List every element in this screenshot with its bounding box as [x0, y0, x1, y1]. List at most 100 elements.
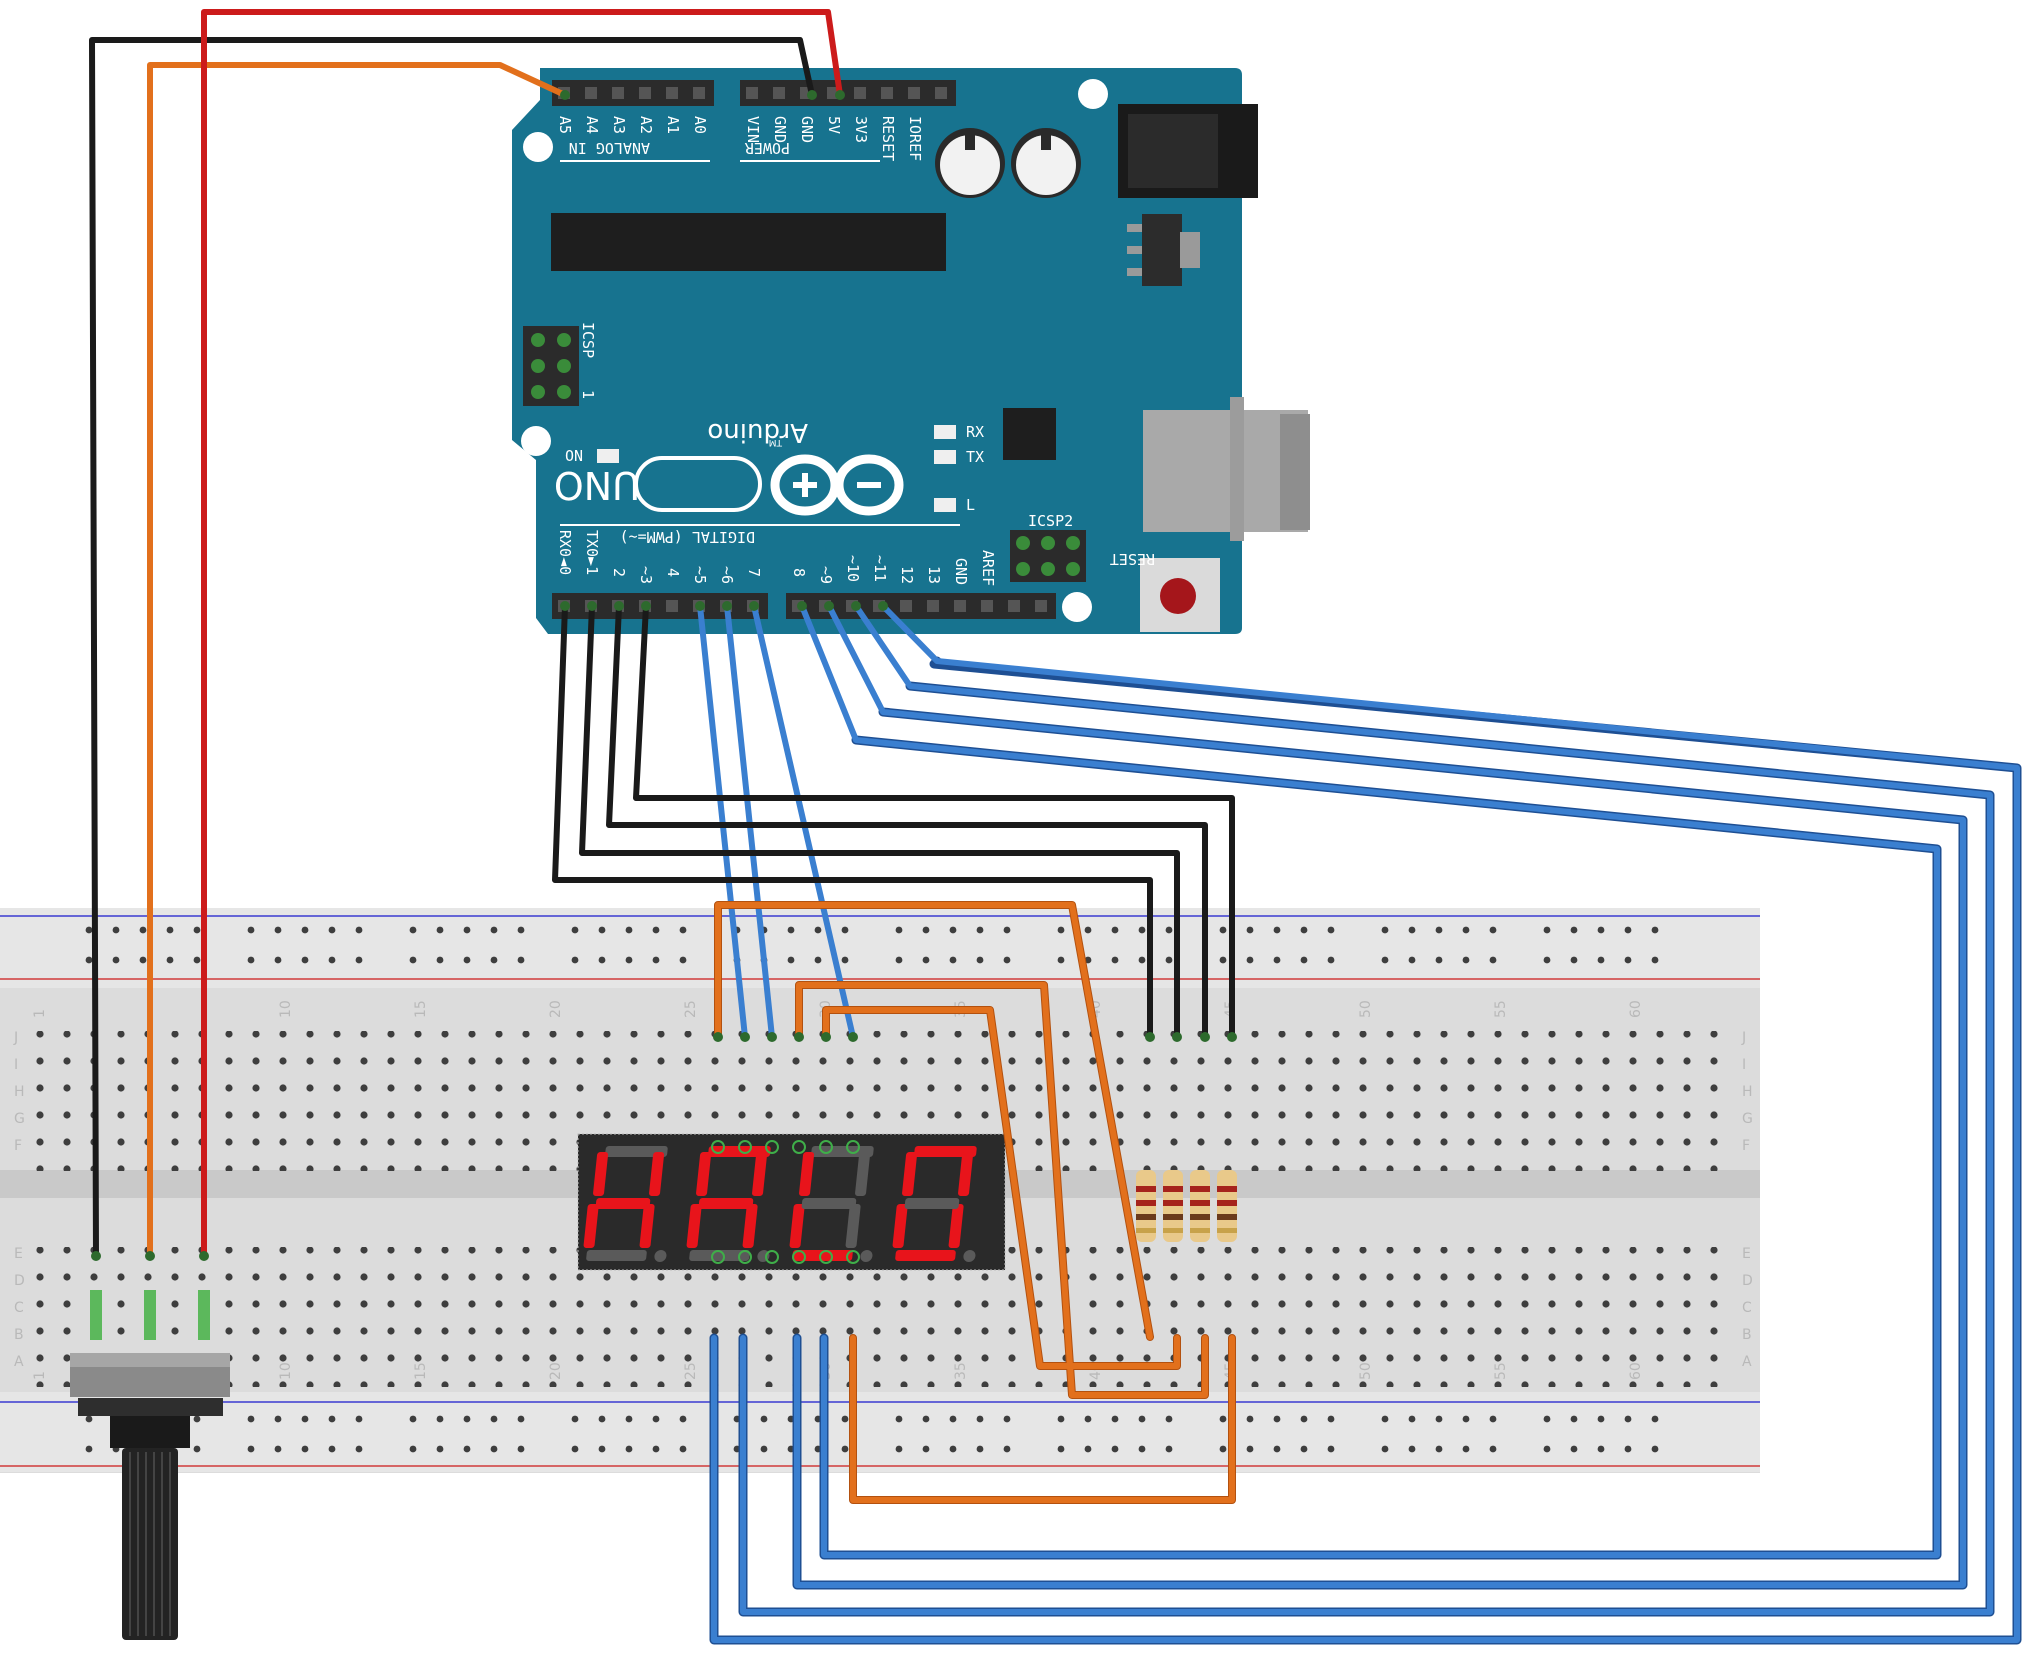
- display-pins: [711, 1140, 860, 1264]
- digital-pin-labels: RX0◄0 TX0►1 2 ~3 4 ~5 ~6 7 8 ~9 ~10 ~11 …: [556, 530, 997, 586]
- blue-wire-pin11: [711, 603, 2020, 1643]
- svg-text:3V3: 3V3: [852, 116, 870, 143]
- svg-text:F: F: [1742, 1138, 1750, 1154]
- svg-text:F: F: [14, 1138, 22, 1154]
- atmega-chip: [551, 213, 946, 271]
- resistor: [1190, 1170, 1210, 1242]
- display-digit: [789, 1146, 874, 1262]
- svg-text:C: C: [1742, 1300, 1752, 1316]
- svg-text:12: 12: [898, 566, 916, 584]
- power-header[interactable]: [740, 80, 956, 106]
- col-num: 10: [278, 1362, 294, 1380]
- svg-text:7: 7: [745, 568, 763, 577]
- segment-f: [902, 1152, 918, 1196]
- orange-wire-a: [715, 902, 1153, 1340]
- mount-hole: [1062, 592, 1092, 622]
- digital-header-low[interactable]: [552, 593, 768, 619]
- icsp2-header[interactable]: [1010, 530, 1086, 582]
- svg-text:IOREF: IOREF: [906, 116, 924, 161]
- resistor: [1217, 1170, 1237, 1242]
- segment-a: [605, 1146, 668, 1157]
- decimal-point: [654, 1250, 667, 1262]
- resistor: [1163, 1170, 1183, 1242]
- col-num: 15: [413, 1362, 429, 1380]
- on-led: [597, 449, 619, 463]
- l-label: L: [966, 496, 975, 514]
- usb-connector: [1143, 397, 1310, 541]
- black-wire-pin0: [552, 603, 1153, 1040]
- segment-f: [799, 1152, 815, 1196]
- analog-header[interactable]: [552, 80, 714, 106]
- reset-button[interactable]: [1140, 558, 1220, 632]
- segment-c: [742, 1204, 758, 1248]
- blue-wire-pin10: [740, 603, 1993, 1615]
- display-digit: [892, 1146, 977, 1262]
- svg-text:D: D: [14, 1273, 25, 1289]
- orange-wires: [147, 62, 1235, 1503]
- segment-c: [845, 1204, 861, 1248]
- potentiometer[interactable]: [70, 1290, 230, 1640]
- l-led: [934, 498, 956, 512]
- svg-text:B: B: [14, 1327, 24, 1343]
- icsp2-label: ICSP2: [1028, 512, 1073, 530]
- analog-in-label: ANALOG IN: [569, 139, 650, 157]
- svg-text:E: E: [1742, 1246, 1751, 1262]
- arduino-brand: Arduino: [707, 417, 808, 447]
- blue-wire-pin6: [724, 603, 775, 1040]
- wires: [89, 9, 2022, 1645]
- orange-wire-pot-wiper: [147, 62, 568, 1259]
- col-num: 20: [548, 1000, 564, 1018]
- terminal-strip-bottom: [35, 1247, 1735, 1387]
- svg-text:B: B: [1742, 1327, 1752, 1343]
- mount-hole: [521, 426, 551, 456]
- segment-c: [948, 1204, 964, 1248]
- svg-text:A1: A1: [664, 116, 682, 134]
- red-wire-5v: [201, 9, 843, 1259]
- black-wire-pin2: [606, 603, 1208, 1040]
- segment-d: [895, 1250, 956, 1261]
- segment-d: [689, 1250, 750, 1261]
- on-label: ON: [565, 447, 583, 465]
- svg-text:VIN: VIN: [744, 116, 762, 143]
- orange-wire-c: [823, 1007, 1180, 1369]
- segment-b: [958, 1152, 974, 1196]
- svg-text:G: G: [14, 1111, 25, 1127]
- segment-d: [792, 1250, 853, 1261]
- svg-text:~11: ~11: [871, 555, 889, 582]
- segment-e: [892, 1204, 908, 1248]
- svg-text:A4: A4: [583, 116, 601, 134]
- black-wire-gnd: [89, 37, 815, 1259]
- col-num: 50: [1358, 1000, 1374, 1018]
- svg-text:~5: ~5: [691, 566, 709, 584]
- segment-e: [686, 1204, 702, 1248]
- svg-text:A: A: [1742, 1354, 1752, 1370]
- col-num: 60: [1628, 1000, 1644, 1018]
- mount-hole: [523, 132, 553, 162]
- capacitor: [1011, 128, 1081, 198]
- svg-text:A3: A3: [610, 116, 628, 134]
- blue-wire-pin7: [751, 603, 856, 1040]
- col-num: 15: [413, 1000, 429, 1018]
- segment-g: [904, 1198, 960, 1209]
- black-wires: [89, 37, 1235, 1259]
- svg-text:A: A: [14, 1354, 24, 1370]
- svg-text:13: 13: [925, 566, 943, 584]
- blue-wire-pin5: [697, 603, 748, 1040]
- power-pin-labels: VIN GND GND 5V 3V3 RESET IOREF: [744, 116, 924, 161]
- segment-e: [583, 1204, 599, 1248]
- analog-pin-labels: A5 A4 A3 A2 A1 A0: [556, 116, 709, 134]
- potentiometer-knob[interactable]: [122, 1448, 178, 1640]
- svg-text:GND: GND: [798, 116, 816, 143]
- svg-text:UNO: UNO: [554, 463, 640, 507]
- red-wires: [201, 9, 843, 1259]
- svg-text:RESET: RESET: [879, 116, 897, 161]
- svg-text:G: G: [1742, 1111, 1753, 1127]
- icsp-header[interactable]: [523, 326, 579, 406]
- svg-text:A2: A2: [637, 116, 655, 134]
- blue-wire-pin8: [799, 603, 1940, 1558]
- svg-text:2: 2: [610, 568, 628, 577]
- blue-wire-pin9: [794, 603, 1966, 1588]
- svg-text:J: J: [1741, 1030, 1746, 1046]
- seven-segment-display: [577, 1133, 1006, 1271]
